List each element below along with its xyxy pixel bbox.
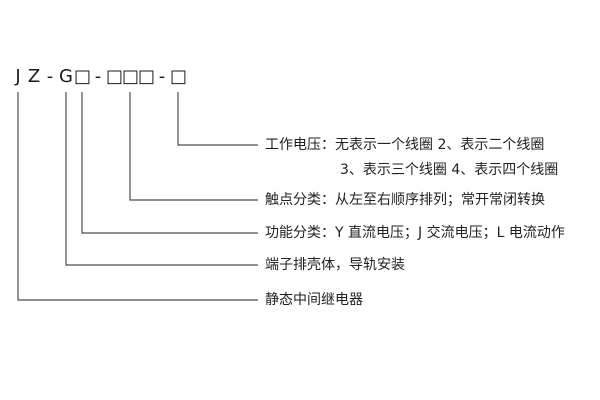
code-char-z: Z	[27, 66, 41, 87]
code-char-j: J	[15, 66, 21, 87]
connector-line-working-voltage	[177, 92, 258, 146]
code-char-box3: □	[138, 66, 156, 87]
label-terminal-housing: 端子排壳体，导轨安装	[265, 257, 405, 273]
code-char-box2: □	[122, 66, 140, 87]
label-contact-classification: 触点分类：从左至右顺序排列；常开常闭转换	[265, 192, 545, 208]
connector-line-contact	[129, 92, 258, 201]
connector-line-function	[81, 92, 258, 234]
code-char-box-function: □	[74, 66, 92, 87]
connector-line-relay	[17, 92, 258, 301]
connector-line-terminal	[65, 92, 258, 266]
code-char-dash1: -	[46, 66, 54, 87]
code-char-g: G	[59, 66, 73, 87]
code-char-dash3: -	[158, 66, 166, 87]
model-code: J Z - G □ - □ □ □ - □	[10, 66, 188, 88]
code-char-box-voltage: □	[170, 66, 188, 87]
code-char-box1: □	[106, 66, 124, 87]
label-function-classification: 功能分类：Y 直流电压；J 交流电压；L 电流动作	[265, 225, 565, 241]
label-working-voltage-line1: 工作电压：无表示一个线圈 2、表示二个线圈	[265, 137, 545, 153]
code-char-dash2: -	[94, 66, 102, 87]
label-static-relay: 静态中间继电器	[265, 292, 363, 308]
label-working-voltage-line2: 3、表示三个线圈 4、表示四个线圈	[340, 162, 559, 178]
